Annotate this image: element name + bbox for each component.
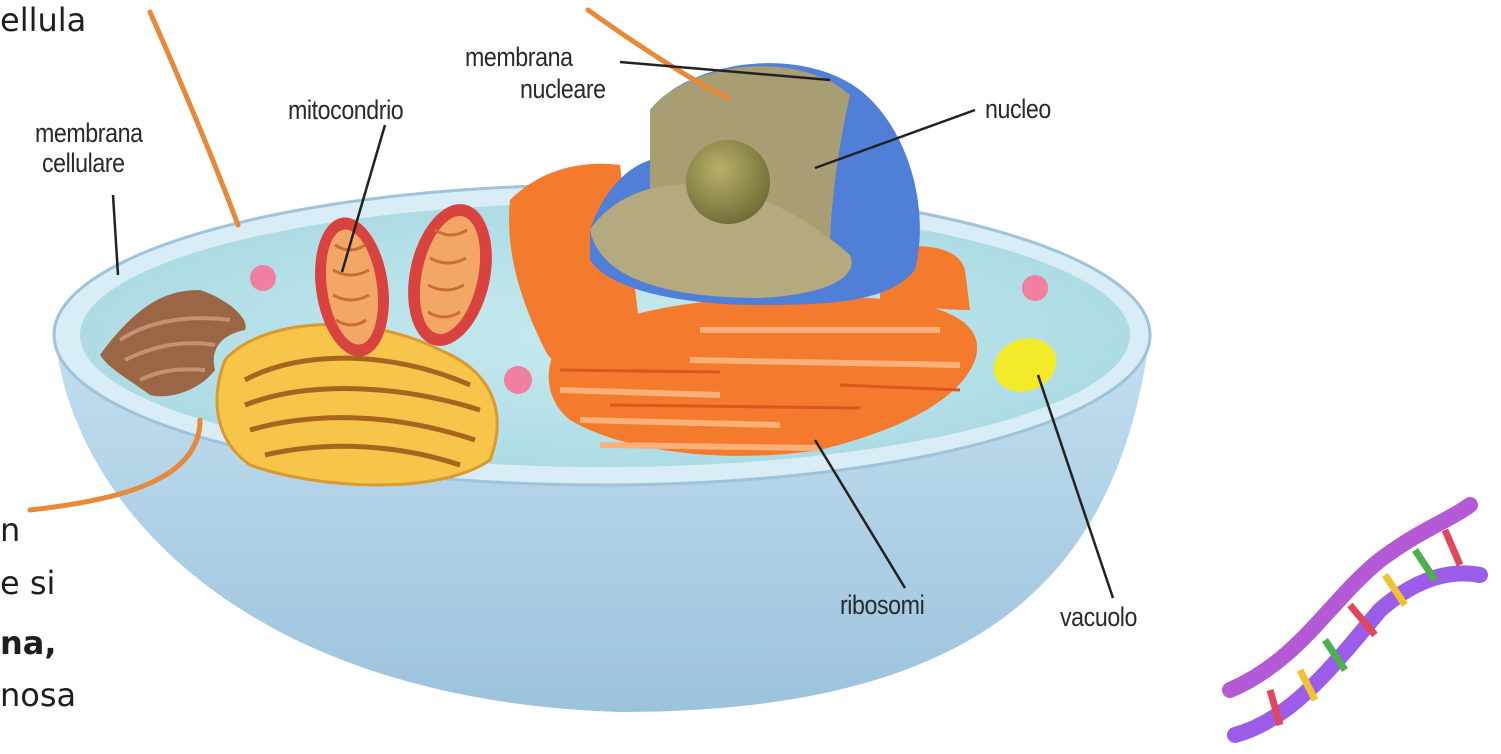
side-text-1: n xyxy=(0,510,20,550)
side-text-top: ellula xyxy=(0,0,86,40)
side-text-3: na, xyxy=(0,623,57,663)
ribosome-dot xyxy=(1022,275,1048,301)
label-membrana-cellulare-1: membrana xyxy=(35,118,143,148)
label-mitocondrio: mitocondrio xyxy=(288,95,403,125)
nucleolus xyxy=(686,140,770,224)
leader-line xyxy=(113,195,118,275)
label-membrana-nucleare-1: membrana xyxy=(465,42,573,72)
label-membrana-nucleare-2: nucleare xyxy=(520,74,606,104)
label-nucleo: nucleo xyxy=(985,94,1051,124)
side-text-2: e si xyxy=(0,563,55,603)
dna-helix-icon xyxy=(1230,505,1480,735)
side-text-4: nosa xyxy=(0,675,76,715)
label-membrana-cellulare-2: cellulare xyxy=(42,148,125,178)
label-ribosomi: ribosomi xyxy=(840,590,924,620)
ribosome-dot xyxy=(250,265,276,291)
label-vacuolo: vacuolo xyxy=(1060,602,1137,632)
ribosome-dot xyxy=(504,366,532,394)
nucleus xyxy=(590,63,920,305)
pointer-line xyxy=(588,10,728,98)
pointer-line xyxy=(150,12,238,225)
